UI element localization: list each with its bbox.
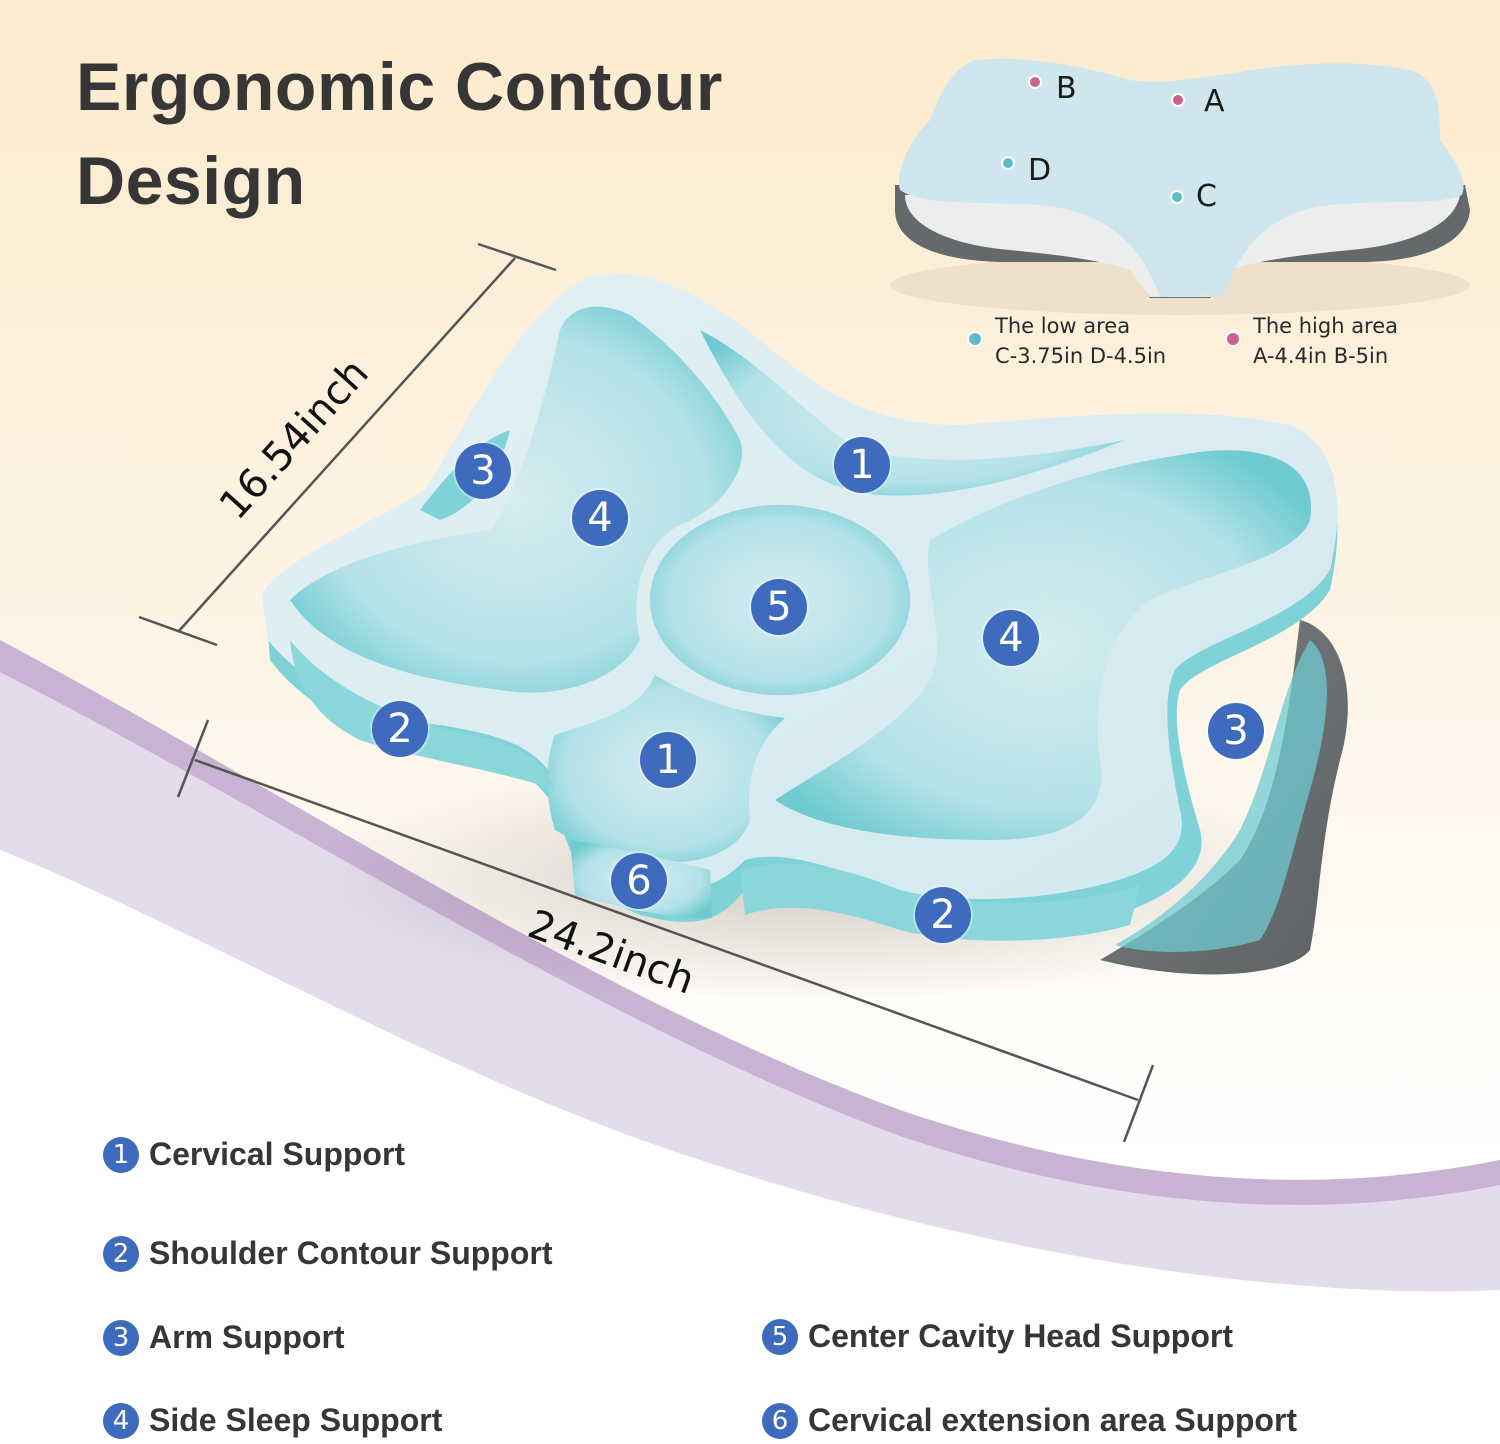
zone-badge-extension: 6 (611, 853, 667, 909)
low-point-dot-c (1170, 190, 1184, 204)
feature-label: Center Cavity Head Support (808, 1318, 1233, 1354)
feature-label: Cervical Support (149, 1136, 406, 1172)
zone-badge-center-cavity: 5 (751, 579, 807, 635)
zone-badge-shoulder-right: 2 (915, 887, 971, 943)
low-area-legend: The low area C-3.75in D-4.5in (967, 311, 1167, 371)
feature-item-shoulder: 2 Shoulder Contour Support (103, 1235, 553, 1272)
high-point-dot-b (1028, 75, 1042, 89)
zone-badge-side-right: 4 (983, 610, 1039, 666)
high-area-legend: The high area A-4.4in B-5in (1225, 311, 1399, 371)
low-area-title: The low area (995, 314, 1131, 338)
feature-item-cervical: 1 Cervical Support (103, 1136, 405, 1173)
point-label-d: D (1028, 153, 1052, 188)
feature-label: Cervical extension area Support (808, 1402, 1298, 1438)
page-title: Ergonomic Contour Design (76, 40, 723, 228)
feature-item-arm: 3 Arm Support (103, 1319, 345, 1356)
number-4-icon: 4 (103, 1402, 139, 1439)
feature-item-center-cavity: 5 Center Cavity Head Support (762, 1318, 1233, 1355)
zone-badge-shoulder-left: 2 (372, 701, 428, 757)
number-3-icon: 3 (103, 1319, 139, 1356)
number-2-icon: 2 (103, 1235, 139, 1272)
high-point-dot-a (1171, 93, 1185, 107)
feature-item-extension: 6 Cervical extension area Support (762, 1402, 1297, 1439)
point-label-b: B (1056, 71, 1077, 106)
dimension-lines (138, 242, 1155, 1143)
high-area-title: The high area (1253, 314, 1399, 338)
point-label-c: C (1196, 179, 1217, 214)
high-area-dot-icon (1225, 331, 1241, 347)
zone-badge-cervical-front: 1 (640, 732, 696, 788)
zone-badge-cervical-top: 1 (834, 437, 890, 493)
point-label-a: A (1204, 84, 1225, 119)
title-line-1: Ergonomic Contour (76, 49, 723, 125)
feature-label: Side Sleep Support (149, 1402, 443, 1438)
high-area-values: A-4.4in B-5in (1253, 344, 1389, 368)
feature-item-side-sleep: 4 Side Sleep Support (103, 1402, 442, 1439)
number-1-icon: 1 (103, 1136, 139, 1173)
inset-pillow-photo (890, 58, 1470, 315)
zone-badge-side-left: 4 (572, 490, 628, 546)
number-6-icon: 6 (762, 1402, 798, 1439)
feature-label: Shoulder Contour Support (149, 1235, 553, 1271)
zone-badge-arm-left: 3 (455, 443, 511, 499)
title-line-2: Design (76, 143, 306, 219)
low-point-dot-d (1001, 156, 1015, 170)
low-area-dot-icon (967, 331, 983, 347)
low-area-values: C-3.75in D-4.5in (995, 344, 1167, 368)
feature-label: Arm Support (149, 1319, 345, 1355)
zone-badge-arm-right: 3 (1208, 703, 1264, 759)
number-5-icon: 5 (762, 1318, 798, 1355)
